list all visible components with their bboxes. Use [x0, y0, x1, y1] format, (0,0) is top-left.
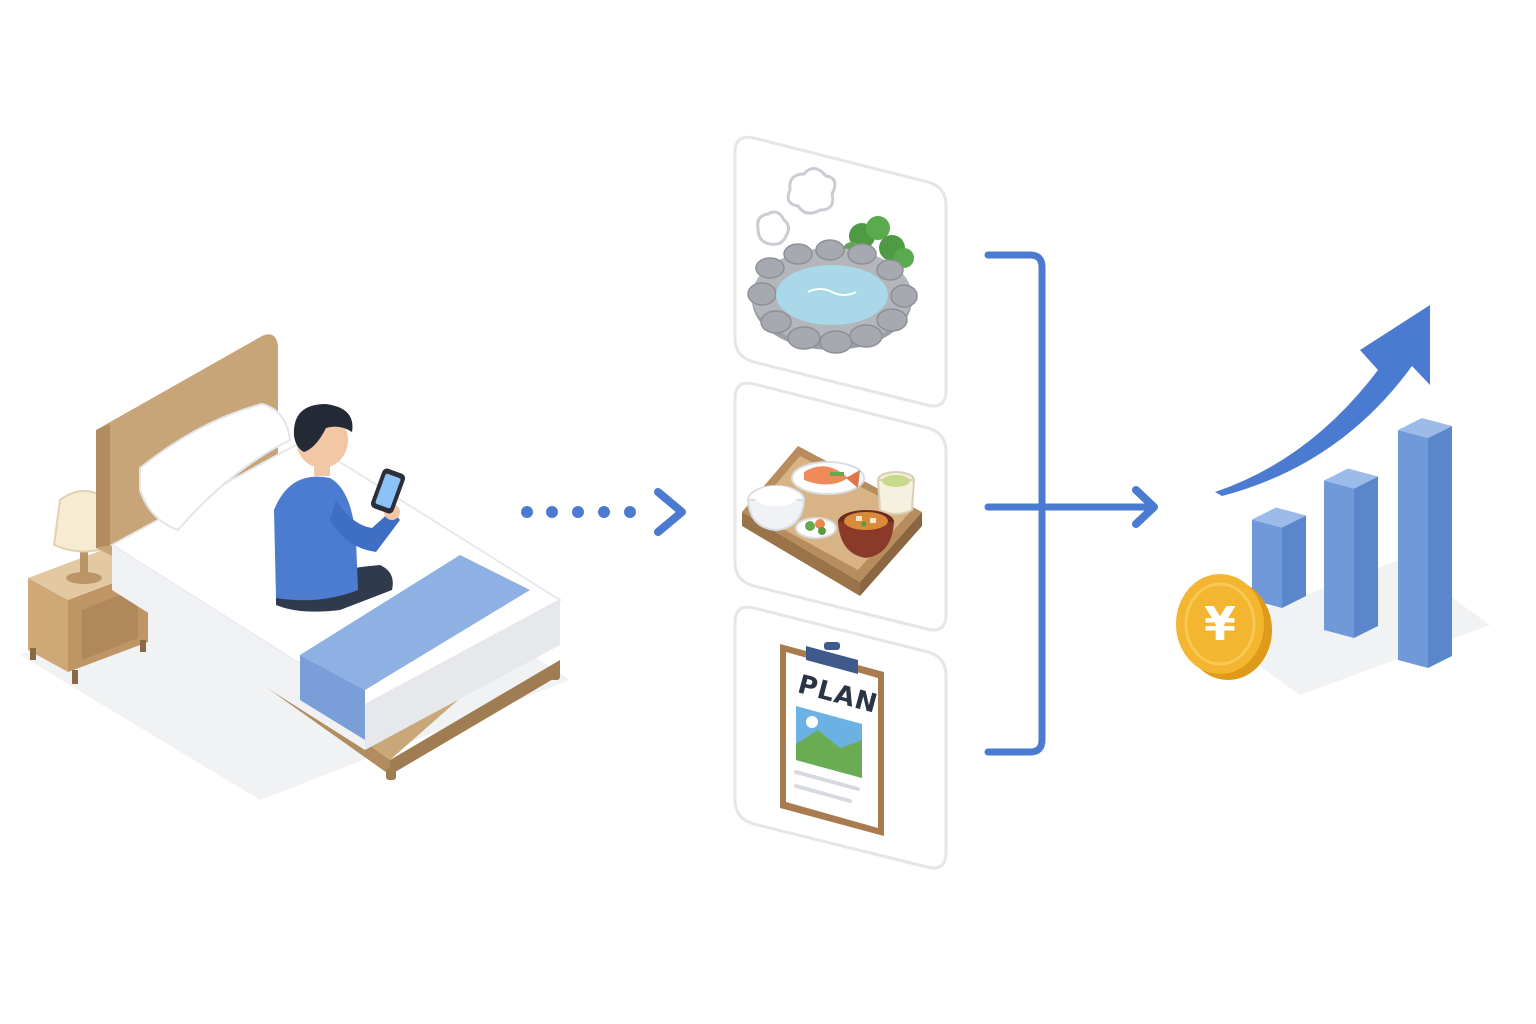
yen-symbol: ¥: [1204, 597, 1236, 651]
blanket: [300, 555, 530, 740]
up-trend-arrow-icon: [1215, 305, 1430, 496]
nightstand-icon: [28, 548, 148, 684]
chart-bar: [1252, 507, 1306, 608]
hot-spring-icon: [747, 167, 918, 354]
pillow: [139, 402, 292, 532]
person-with-phone-icon: [274, 404, 406, 612]
plan-clipboard-icon: PLAN: [780, 642, 884, 836]
yen-coin-icon: ¥: [1176, 574, 1272, 680]
right-scene: ¥: [1176, 305, 1490, 695]
plan-panel: PLAN: [733, 605, 948, 870]
japanese-meal-tray-icon: [742, 446, 922, 596]
meal-panel: [733, 381, 948, 632]
dotted-arrow-left: [521, 488, 686, 536]
phone-icon: [370, 468, 406, 514]
onsen-panel: [733, 135, 948, 408]
bar-chart-icon: [1252, 418, 1452, 668]
bracket-arrow-right: [984, 251, 1158, 756]
left-scene: [20, 334, 570, 800]
chart-bar: [1398, 418, 1452, 668]
chart-bar: [1324, 468, 1378, 638]
